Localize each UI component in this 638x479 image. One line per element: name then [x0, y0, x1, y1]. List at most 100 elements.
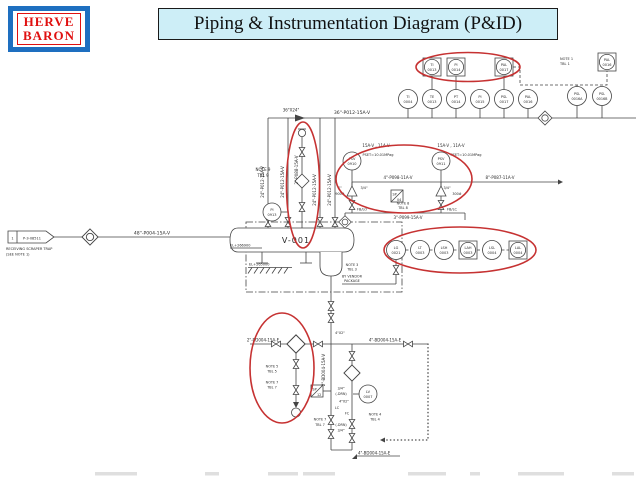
header-instrument-row: TI 0013 PI 0014 PAL 0017 TI 0004: [398, 57, 553, 126]
inlet-line: 1 P-3-08511 RECEIVING SCRAPER TRAP (SEE …: [6, 228, 230, 257]
highlight-bypass-line: [285, 121, 321, 249]
sp12-line2: 12: [317, 393, 321, 397]
lv-valve-diamond: [343, 364, 361, 382]
connector-desc1: RECEIVING SCRAPER TRAP: [6, 247, 52, 251]
lv-l1: LV: [366, 390, 371, 394]
note5-line1: NOTE 5: [266, 365, 279, 369]
rating-300: 300#: [452, 192, 461, 196]
signal-line: [513, 66, 608, 86]
shared-display-square: PI 0014: [446, 57, 466, 90]
lsh-l2: 0003: [440, 251, 449, 255]
psl-b-l1: PSL: [599, 92, 605, 96]
pipe-label-48: 48"-P004-15A-V: [134, 231, 171, 237]
bdv-label: 2"-BD004-15A-V: [321, 354, 326, 387]
psl-a-l2: 0016A: [572, 97, 584, 101]
bd4b-label: 4"-BD004-15A-E: [358, 451, 391, 456]
pal-top-l1: PAL: [604, 58, 610, 62]
sq3-l2: 0017: [500, 68, 509, 72]
size-34-d: 3/4": [337, 429, 344, 433]
pi913-line1: PI: [270, 208, 273, 212]
instrument-bubble: PT 0014: [446, 89, 466, 118]
lg-l2: 0021: [392, 251, 401, 255]
reducer-4x2-b: 4"X2": [339, 400, 349, 404]
psv-out8-label: 8"-P087-11A-V: [485, 175, 514, 180]
slide-title: Piping & Instrumentation Diagram (P&ID): [158, 8, 558, 40]
note8-line2: TBL 8: [397, 206, 408, 210]
sq2-l2: 0014: [452, 68, 462, 72]
sp04-line1: SP: [393, 193, 397, 197]
line2-label: 2"-P088-15A-V: [294, 155, 299, 184]
lah-l2: 0003: [464, 251, 473, 255]
header36-label: 36"-P012-15A-V: [334, 110, 371, 116]
lg-l1: LG: [394, 246, 399, 250]
pi913-line2: 0913: [268, 213, 277, 217]
note3-line2: TBL 3: [346, 268, 357, 272]
c1-l2: 0004: [404, 100, 414, 104]
sp04-line2: 04: [397, 198, 401, 202]
sq1-l1: TI: [429, 63, 433, 67]
psv-set1: PSET=10.01MPag: [363, 153, 394, 157]
c2-l2: 0013: [428, 100, 437, 104]
bypass-2in-line: 2"-P088-15A-V: [294, 128, 310, 228]
connector-tag: P-3-08511: [23, 237, 41, 241]
sq2-l1: PI: [454, 63, 457, 67]
riser-label-2: 24"-P012-15A-V: [280, 166, 285, 198]
c3-l1: PT: [454, 95, 459, 99]
bd4a-label: 4"-BD004-15A-E: [369, 338, 402, 343]
lsl-l2: 0004: [488, 251, 498, 255]
psv-out4-label: 4"-P098-11A-V: [383, 175, 412, 180]
lal-l1: LAL: [515, 246, 521, 250]
psv1-line1: PSV: [349, 157, 356, 161]
riser-label-4: 24"-P012-15A-V: [327, 174, 332, 206]
note4-line1: NOTE 4: [369, 413, 382, 417]
logo-line2: BARON: [23, 28, 75, 43]
c3-l2: 0014: [452, 100, 462, 104]
lsh-l1: LSH: [441, 246, 448, 250]
note9-line1: NOTE 9: [256, 167, 271, 172]
lt-l1: LT: [418, 246, 422, 250]
sq1-l2: 0013: [428, 68, 437, 72]
level-chain: LG 0021 LT 0003 LSH 0003 LAH 0003 LSL 00…: [342, 240, 528, 285]
note4-line2: TBL 4: [369, 418, 380, 422]
pi-0913-bubble: PI 0913: [262, 202, 288, 222]
note7-line1: NOTE 7: [266, 381, 279, 385]
spec-break-1: 15A-V , 11A-V: [362, 143, 389, 148]
c6-l1: PAL: [525, 95, 531, 99]
offpage-connector: [7, 230, 55, 244]
c2-l1: TE: [429, 95, 434, 99]
note1-line1: NOTE 1: [560, 57, 573, 61]
highlight-psv-group: [335, 144, 473, 214]
instrument-bubble: PAL 0016: [518, 89, 538, 118]
note3-line1: NOTE 3: [346, 263, 359, 267]
highlight-ellipses: [249, 51, 537, 424]
herve-baron-logo: HERVE BARON: [8, 6, 90, 52]
fc-label: FC: [345, 412, 350, 416]
c1-l1: TI: [405, 95, 409, 99]
lt-l2: 0003: [416, 251, 425, 255]
sq3-l1: PAL: [501, 63, 507, 67]
shared-display-square: PAL 0017: [494, 57, 514, 90]
psv-set2: PSET=10.01MPag: [451, 153, 482, 157]
lsl-l1: LSL: [489, 246, 495, 250]
sp12-line1: SP: [313, 388, 317, 392]
note7-line2: TBL 7: [266, 386, 277, 390]
ground-hatch: [247, 267, 292, 274]
psl-b-l2: 0016B: [597, 97, 609, 101]
connector-desc2: (SEE NOTE 1): [6, 253, 30, 257]
size-34-c: 3/4": [337, 387, 344, 391]
psv-group: PSV 0910 PSV 0911 15A-V , 11A-V 15A-V , …: [335, 143, 563, 229]
lah-l1: LAH: [464, 246, 471, 250]
c4-l2: 0015: [476, 100, 485, 104]
logo-frame: HERVE BARON: [17, 13, 81, 45]
mov-blowdown-diamond: [286, 334, 306, 354]
lal-l2: 0004: [514, 251, 524, 255]
highlight-level-chain: [383, 226, 537, 274]
pal-top-l2: 0016: [603, 63, 612, 67]
inline-instrument-diamond: [81, 228, 99, 246]
reducer-4x2-a: 4"X2": [335, 331, 345, 335]
size-34-a: 3/4": [360, 186, 367, 190]
vent-circle: [297, 128, 306, 137]
note7b-line2: TBL 7: [314, 423, 325, 427]
drain-note-2: (-DRN): [335, 423, 347, 427]
